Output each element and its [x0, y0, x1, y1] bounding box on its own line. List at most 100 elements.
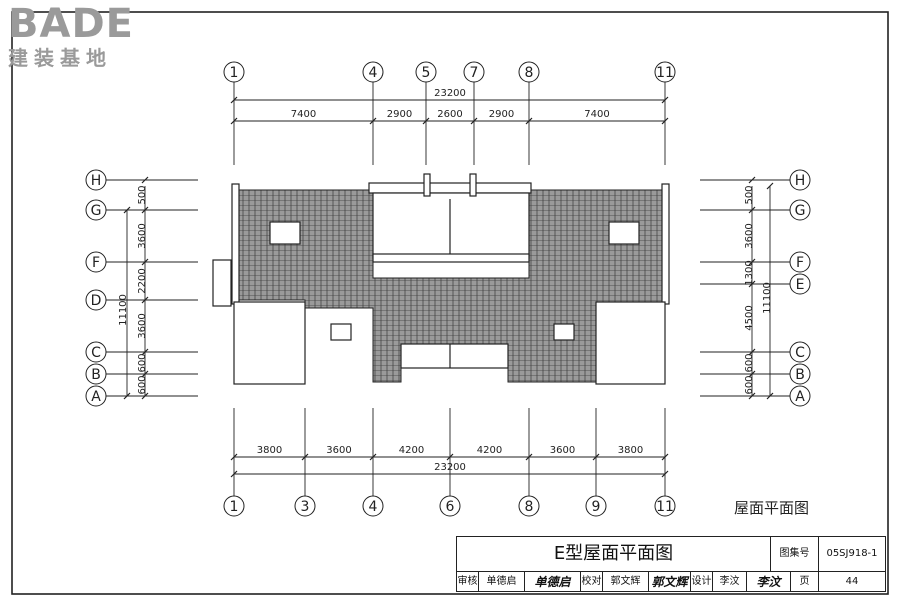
- chimney-post: [423, 173, 431, 197]
- dimension-tick: [230, 96, 238, 104]
- drawing-title: E型屋面平面图: [457, 537, 771, 571]
- axis-label: 3: [301, 499, 310, 515]
- dimension-tick: [230, 470, 238, 478]
- axis-bubble: [223, 495, 245, 517]
- axis-label: 4: [369, 65, 378, 81]
- dimension-tick: [748, 258, 756, 266]
- axis-bubble: [85, 289, 107, 311]
- axis-bubble: [85, 341, 107, 363]
- dimension-tick: [369, 453, 377, 461]
- axis-label: 1: [230, 499, 239, 515]
- dimension-tick: [141, 392, 149, 400]
- bottom-dimension: 3600: [550, 445, 575, 456]
- axis-label: D: [91, 293, 102, 309]
- axis-label: 6: [446, 499, 455, 515]
- axis-bubble: [789, 363, 811, 385]
- dimension-tick: [661, 117, 669, 125]
- chimney-post: [469, 173, 477, 197]
- dimension-tick: [141, 348, 149, 356]
- dimension-tick: [748, 348, 756, 356]
- dimension-tick: [446, 453, 454, 461]
- right-dimension: 600: [744, 375, 755, 394]
- skylight: [608, 221, 640, 245]
- dimension-tick: [766, 182, 774, 190]
- axis-label: 1: [230, 65, 239, 81]
- left-dimension: 500: [137, 185, 148, 204]
- axis-label: C: [91, 345, 101, 361]
- dimension-tick: [301, 453, 309, 461]
- right-dimension: 1300: [744, 260, 755, 285]
- left-terrace: [233, 301, 306, 385]
- skylight: [269, 221, 301, 245]
- axis-bubble: [85, 385, 107, 407]
- dimension-tick: [661, 96, 669, 104]
- designer-signature: 李汶: [747, 572, 791, 592]
- axis-bubble: [789, 199, 811, 221]
- right-dimension: 3600: [744, 223, 755, 248]
- axis-bubble: [654, 495, 676, 517]
- bottom-dimension: 3800: [257, 445, 282, 456]
- axis-bubble: [463, 61, 485, 83]
- top-total-dimension: 23200: [434, 88, 466, 99]
- axis-label: F: [796, 255, 804, 271]
- axis-bubble: [294, 495, 316, 517]
- signature-row: 审核 单德启 单德启 校对 郭文辉 郭文辉 设计 李汶 李汶 页 44: [457, 571, 885, 592]
- dimension-tick: [766, 392, 774, 400]
- axis-label: 11: [656, 499, 674, 515]
- dimension-tick: [748, 392, 756, 400]
- dimension-tick: [592, 453, 600, 461]
- axis-bubble: [362, 495, 384, 517]
- design-label: 设计: [691, 572, 713, 592]
- top-dimension: 2600: [437, 109, 462, 120]
- top-dimension: 7400: [291, 109, 316, 120]
- axis-bubble: [654, 61, 676, 83]
- logo-text: BADE: [8, 1, 134, 47]
- axis-label: H: [795, 173, 806, 189]
- axis-label: E: [796, 277, 805, 293]
- checker-name: 郭文辉: [603, 572, 649, 592]
- set-number: 05SJ918-1: [826, 548, 878, 559]
- axis-bubble: [789, 273, 811, 295]
- right-dimension: 600: [744, 353, 755, 372]
- left-dimension: 2200: [137, 268, 148, 293]
- left-dimension: 3600: [137, 313, 148, 338]
- right-terrace: [595, 301, 666, 385]
- left-balcony: [212, 259, 232, 307]
- dimension-tick: [141, 258, 149, 266]
- axis-label: G: [795, 203, 806, 219]
- courtyard: [372, 192, 530, 259]
- axis-label: H: [91, 173, 102, 189]
- axis-label: A: [795, 389, 805, 405]
- dimension-tick: [369, 117, 377, 125]
- axis-bubble: [85, 363, 107, 385]
- axis-bubble: [789, 385, 811, 407]
- axis-bubble: [585, 495, 607, 517]
- axis-label: 8: [525, 499, 534, 515]
- axis-bubble: [85, 251, 107, 273]
- axis-label: A: [91, 389, 101, 405]
- axis-label: F: [92, 255, 100, 271]
- axis-bubble: [415, 61, 437, 83]
- dimension-tick: [748, 176, 756, 184]
- dimension-tick: [748, 370, 756, 378]
- dimension-tick: [748, 206, 756, 214]
- title-block: E型屋面平面图 图集号 05SJ918-1 审核 单德启 单德启 校对 郭文辉 …: [456, 536, 886, 592]
- logo-subtitle: 建装基地: [8, 46, 112, 70]
- plan-title: 屋面平面图: [734, 499, 810, 517]
- dimension-tick: [230, 453, 238, 461]
- dimension-tick: [661, 453, 669, 461]
- designer-name: 李汶: [713, 572, 747, 592]
- axis-label: 9: [592, 499, 601, 515]
- drawing-border: [11, 11, 889, 595]
- axis-label: C: [795, 345, 805, 361]
- left-total-dimension: 11100: [118, 294, 129, 326]
- dimension-tick: [422, 117, 430, 125]
- reviewer-signature: 单德启: [525, 572, 581, 592]
- axis-bubble: [362, 61, 384, 83]
- top-dimension: 7400: [584, 109, 609, 120]
- axis-label: G: [91, 203, 102, 219]
- right-dimension: 500: [744, 185, 755, 204]
- left-dimension: 600: [137, 353, 148, 372]
- reviewer-name: 单德启: [479, 572, 525, 592]
